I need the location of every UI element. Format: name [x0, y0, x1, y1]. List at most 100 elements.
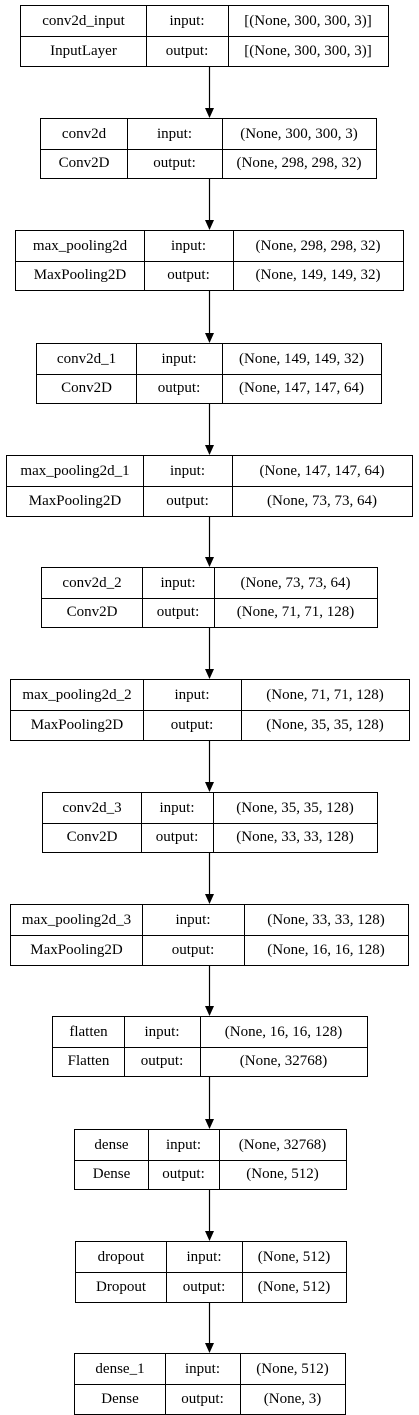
- output-shape: (None, 149, 149, 32): [255, 267, 381, 283]
- arrowhead-icon: [205, 1006, 214, 1016]
- row-divider: [11, 934, 408, 936]
- column-divider: [232, 231, 234, 290]
- output-label: output:: [182, 1278, 226, 1295]
- column-divider: [243, 905, 245, 965]
- input-shape: (None, 300, 300, 3): [240, 125, 358, 142]
- layer-name: conv2d_1: [56, 350, 117, 367]
- layer-name: flatten: [69, 1023, 108, 1040]
- column-divider: [145, 6, 147, 66]
- input-shape: (None, 71, 71, 128): [266, 686, 384, 703]
- column-divider: [212, 793, 214, 852]
- row-divider: [16, 260, 403, 262]
- input-shape: (None, 512): [257, 1248, 331, 1265]
- column-divider: [140, 793, 142, 852]
- layer-type: Conv2D: [61, 380, 112, 396]
- row-divider: [42, 597, 377, 599]
- input-shape: (None, 147, 147, 64): [259, 462, 385, 479]
- column-divider: [240, 680, 242, 740]
- output-shape: (None, 32768): [239, 1053, 328, 1069]
- input-label: input:: [169, 462, 205, 479]
- input-shape: (None, 33, 33, 128): [267, 911, 385, 928]
- column-divider: [142, 680, 144, 740]
- output-label: output:: [165, 42, 209, 59]
- output-label: output:: [167, 267, 210, 283]
- input-label: input:: [144, 1023, 180, 1040]
- output-label: output:: [155, 829, 199, 845]
- arrowhead-icon: [205, 333, 214, 343]
- output-label: output:: [166, 492, 209, 509]
- arrowhead-icon: [205, 445, 214, 455]
- row-divider: [7, 485, 412, 487]
- row-divider: [37, 373, 381, 375]
- input-shape: (None, 32768): [238, 1136, 327, 1153]
- input-shape: (None, 35, 35, 128): [236, 799, 354, 816]
- layer-name: max_pooling2d: [32, 237, 128, 254]
- input-shape: (None, 149, 149, 32): [239, 350, 364, 367]
- row-divider: [11, 709, 409, 711]
- arrowhead-icon: [205, 1231, 214, 1241]
- layer-name: dense: [94, 1136, 129, 1153]
- column-divider: [231, 456, 233, 516]
- row-divider: [76, 1271, 346, 1273]
- input-label: input:: [170, 237, 206, 254]
- column-divider: [147, 1130, 149, 1189]
- output-shape: (None, 512): [246, 1166, 319, 1182]
- layer-type: MaxPooling2D: [28, 492, 122, 509]
- layer-name: dense_1: [95, 1360, 145, 1377]
- output-shape: (None, 147, 147, 64): [239, 380, 364, 396]
- output-shape: (None, 33, 33, 128): [236, 829, 354, 845]
- column-divider: [239, 1354, 241, 1414]
- column-divider: [142, 456, 144, 516]
- arrowhead-icon: [205, 108, 214, 118]
- arrowhead-icon: [205, 557, 214, 567]
- output-shape: [(None, 300, 300, 3)]: [244, 42, 372, 59]
- column-divider: [165, 1242, 167, 1302]
- row-divider: [21, 35, 388, 37]
- input-label: input:: [175, 911, 211, 928]
- column-divider: [164, 1354, 166, 1414]
- column-divider: [213, 568, 215, 627]
- output-label: output:: [170, 716, 214, 733]
- layer-type: Dropout: [96, 1278, 146, 1295]
- row-divider: [75, 1159, 346, 1161]
- layer-name: max_pooling2d_1: [20, 462, 130, 479]
- input-label: input:: [186, 1248, 222, 1265]
- input-label: input:: [159, 799, 195, 816]
- output-shape: (None, 71, 71, 128): [236, 604, 355, 620]
- column-divider: [221, 344, 223, 403]
- layer-type: Conv2D: [66, 604, 118, 620]
- row-divider: [53, 1046, 367, 1048]
- layer-type: Dense: [101, 1390, 139, 1407]
- layer-name: conv2d_3: [62, 799, 122, 816]
- column-divider: [126, 119, 128, 178]
- layer-name: max_pooling2d_2: [22, 686, 132, 703]
- column-divider: [221, 119, 223, 178]
- column-divider: [199, 1017, 201, 1076]
- output-label: output:: [157, 380, 201, 396]
- output-shape: (None, 3): [263, 1390, 322, 1407]
- column-divider: [227, 6, 229, 66]
- arrowhead-icon: [205, 669, 214, 679]
- arrowhead-icon: [205, 1343, 214, 1353]
- arrowhead-icon: [205, 220, 214, 230]
- layer-type: Flatten: [67, 1053, 110, 1069]
- output-shape: (None, 35, 35, 128): [266, 716, 384, 733]
- output-shape: (None, 16, 16, 128): [267, 941, 385, 958]
- row-divider: [43, 822, 377, 824]
- input-label: input:: [174, 686, 210, 703]
- arrowhead-icon: [205, 894, 214, 904]
- input-label: input:: [156, 125, 192, 142]
